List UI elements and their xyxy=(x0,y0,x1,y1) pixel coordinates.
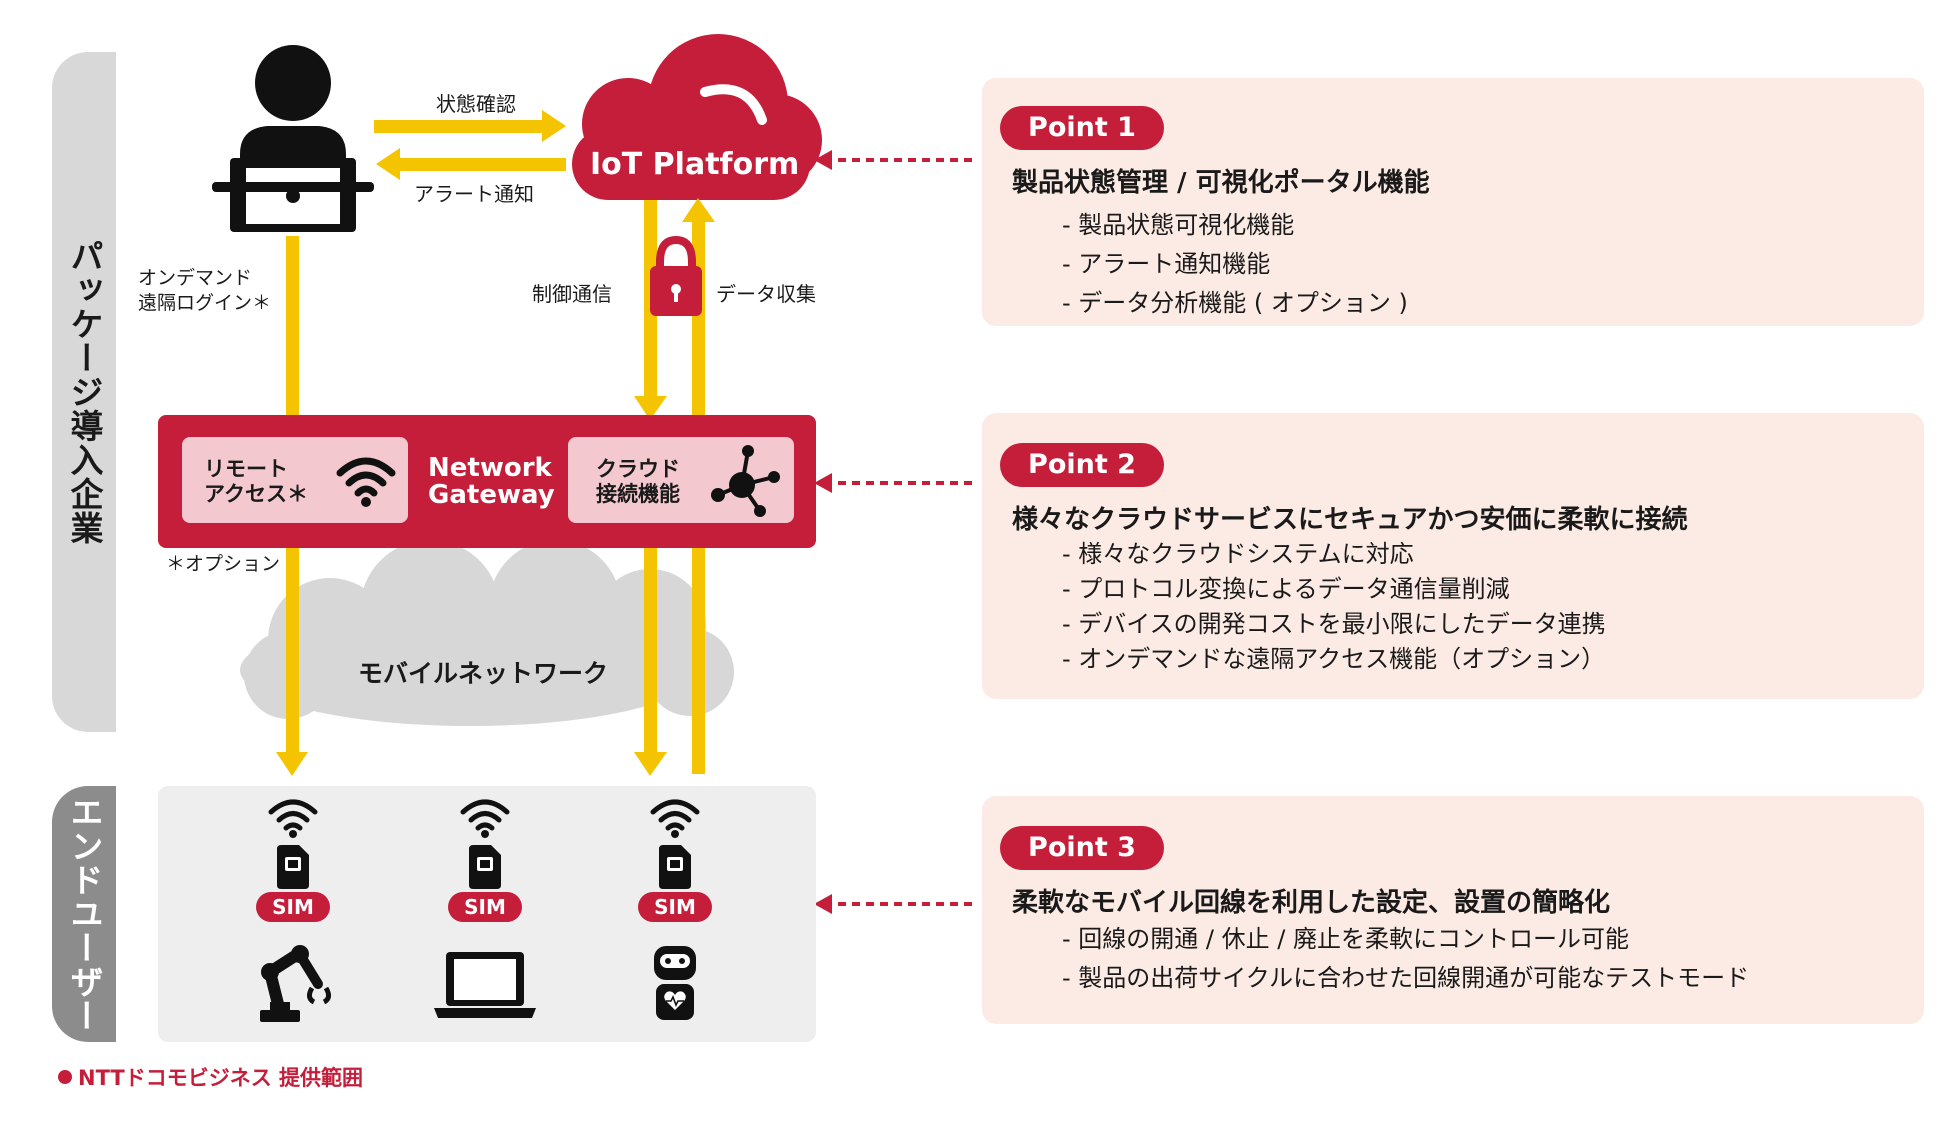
gateway-down-arrow xyxy=(634,522,667,776)
package-company-band: パッケージ導入企業 xyxy=(52,52,116,732)
point1-item: - 製品状態可視化機能 xyxy=(1062,211,1295,239)
package-company-label: パッケージ導入企業 xyxy=(65,239,104,545)
control-comm-label: 制御通信 xyxy=(532,282,612,306)
device3-wifi-icon xyxy=(650,799,700,838)
robot-arm-icon xyxy=(260,945,332,1022)
cloud-connect-label-1: クラウド xyxy=(596,457,680,481)
provider-scope-note: NTTドコモビジネス 提供範囲 xyxy=(58,1062,363,1092)
red-dot-icon xyxy=(58,1070,72,1084)
point2-item: - オンデマンドな遠隔アクセス機能（オプション） xyxy=(1062,645,1606,673)
point2-list: - 様々なクラウドシステムに対応 - プロトコル変換によるデータ通信量削減 - … xyxy=(1062,537,1606,677)
gateway-title: Network Gateway xyxy=(428,455,555,509)
alert-notice-label: アラート通知 xyxy=(414,182,534,206)
point1-list: - 製品状態可視化機能 - アラート通知機能 - データ分析機能 ( オプション… xyxy=(1062,206,1408,323)
alert-notice-arrow xyxy=(376,148,566,180)
robot-icon xyxy=(654,946,696,1020)
point3-title: 柔軟なモバイル回線を利用した設定、設置の簡略化 xyxy=(1012,888,1611,918)
point3-card: Point 3 柔軟なモバイル回線を利用した設定、設置の簡略化 - 回線の開通 … xyxy=(982,796,1924,1024)
device1-sim-card-icon xyxy=(277,845,309,889)
status-check-arrow xyxy=(374,110,566,142)
point2-item: - 様々なクラウドシステムに対応 xyxy=(1062,540,1414,568)
cloud-connect-module: クラウド 接続機能 xyxy=(568,437,794,523)
mobile-network-label: モバイルネットワーク xyxy=(358,659,609,688)
point3-badge: Point 3 xyxy=(1000,826,1164,870)
point3-item: - 製品の出荷サイクルに合わせた回線開通が可能なテストモード xyxy=(1062,964,1750,992)
laptop-icon xyxy=(434,952,536,1018)
gateway-title-line2: Gateway xyxy=(428,480,555,510)
device3-sim-card-icon xyxy=(659,845,691,889)
point2-item: - プロトコル変換によるデータ通信量削減 xyxy=(1062,575,1510,603)
mobile-network-cloud xyxy=(240,540,734,726)
user-laptop-icon xyxy=(212,45,374,232)
lock-icon xyxy=(650,235,702,316)
option-note: ＊オプション xyxy=(166,553,281,575)
data-collect-label: データ収集 xyxy=(716,282,816,306)
network-hub-icon xyxy=(711,445,780,517)
end-user-label: エンドユーザー xyxy=(65,795,104,1033)
wifi-icon xyxy=(336,457,396,507)
device2-sim-badge: SIM xyxy=(448,892,522,922)
on-demand-label-1: オンデマンド xyxy=(138,267,253,289)
end-user-band: エンドユーザー xyxy=(52,786,116,1042)
remote-access-label-1: リモート xyxy=(204,457,288,481)
iot-platform-cloud xyxy=(572,34,822,200)
status-check-label: 状態確認 xyxy=(436,92,516,116)
point2-title: 様々なクラウドサービスにセキュアかつ安価に柔軟に接続 xyxy=(1012,505,1688,535)
point3-list: - 回線の開通 / 休止 / 廃止を柔軟にコントロール可能 - 製品の出荷サイク… xyxy=(1062,920,1749,998)
device2-sim-card-icon xyxy=(469,845,501,889)
remote-access-label-2: アクセス＊ xyxy=(204,482,308,506)
point1-item: - データ分析機能 ( オプション ) xyxy=(1062,289,1408,317)
point2-card: Point 2 様々なクラウドサービスにセキュアかつ安価に柔軟に接続 - 様々な… xyxy=(982,413,1924,699)
cloud-connect-label-2: 接続機能 xyxy=(596,482,680,506)
point1-item: - アラート通知機能 xyxy=(1062,250,1271,278)
point2-item: - デバイスの開発コストを最小限にしたデータ連携 xyxy=(1062,610,1606,638)
on-demand-label-2: 遠隔ログイン＊ xyxy=(138,292,272,314)
iot-platform-title: IoT Platform xyxy=(590,147,800,182)
point2-dashed-arrow xyxy=(814,473,972,493)
point3-dashed-arrow xyxy=(814,894,972,914)
network-gateway: リモート アクセス＊ Network Gateway クラウド 接続機能 xyxy=(158,415,816,548)
gateway-title-line1: Network xyxy=(428,453,552,483)
point3-item: - 回線の開通 / 休止 / 廃止を柔軟にコントロール可能 xyxy=(1062,925,1629,953)
device2-wifi-icon xyxy=(460,799,510,838)
device1-wifi-icon xyxy=(268,799,318,838)
provider-scope-label: NTTドコモビジネス 提供範囲 xyxy=(78,1066,364,1090)
device3-sim-badge: SIM xyxy=(638,892,712,922)
point1-card: Point 1 製品状態管理 / 可視化ポータル機能 - 製品状態可視化機能 -… xyxy=(982,78,1924,326)
point1-title: 製品状態管理 / 可視化ポータル機能 xyxy=(1012,168,1430,198)
device1-sim-badge: SIM xyxy=(256,892,330,922)
remote-access-module: リモート アクセス＊ xyxy=(182,437,408,523)
point1-dashed-arrow xyxy=(814,150,972,170)
point2-badge: Point 2 xyxy=(1000,443,1164,487)
point1-badge: Point 1 xyxy=(1000,106,1164,150)
